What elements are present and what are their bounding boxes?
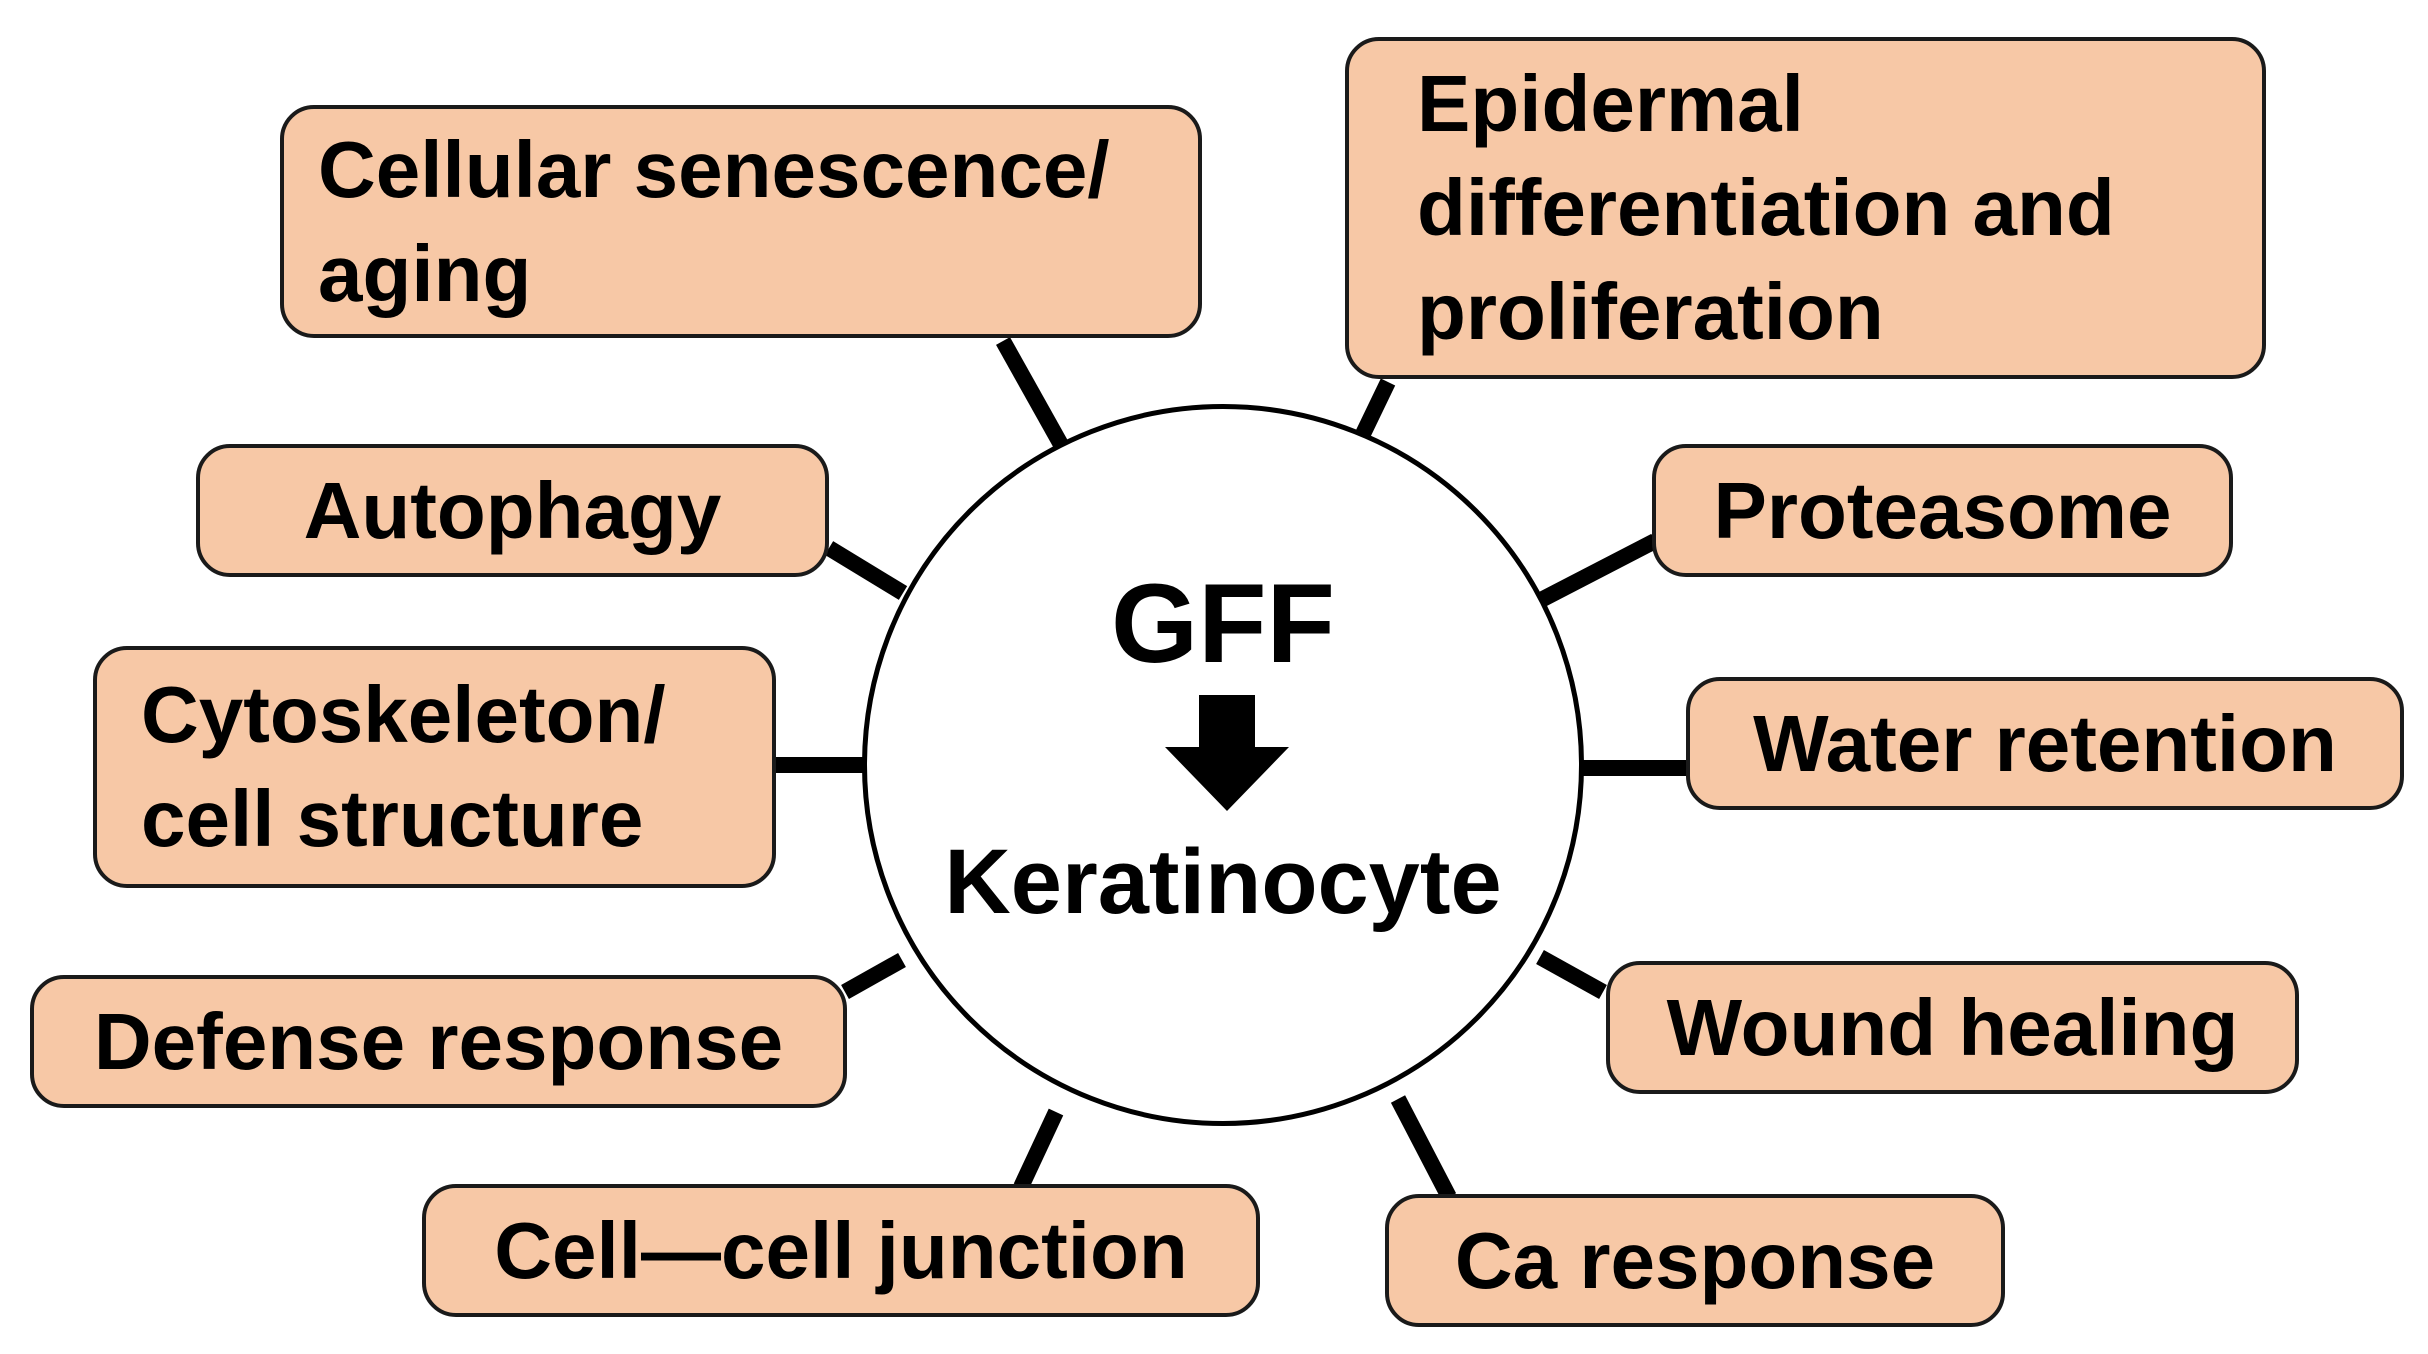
hub-subtitle: Keratinocyte — [944, 831, 1502, 933]
node-label: Defense response — [93, 996, 784, 1086]
connector-epidermal — [1354, 378, 1396, 440]
node-label-line: aging — [318, 228, 532, 318]
connector-defense — [841, 953, 906, 999]
connector-autophagy — [824, 541, 908, 600]
node-autophagy: Autophagy — [196, 444, 829, 577]
node-label-line: differentiation and — [1417, 163, 2115, 252]
node-label: Proteasome — [1713, 465, 2172, 555]
node-proteasome: Proteasome — [1652, 444, 2233, 577]
keratinocyte-hub: GFF Keratinocyte — [862, 404, 1584, 1126]
hub-title: GFF — [1111, 561, 1335, 686]
node-label: Wound healing — [1666, 982, 2239, 1072]
node-label: Cell—cell junction — [494, 1205, 1188, 1295]
node-cellular-senescence: Cellular senescence/ aging — [280, 105, 1202, 338]
node-wound-healing: Wound healing — [1606, 961, 2299, 1094]
node-epidermal-differentiation: Epidermal differentiation and proliferat… — [1345, 37, 2266, 379]
connector-senescence — [996, 337, 1071, 454]
node-label-line: Cellular senescence/ — [318, 124, 1110, 214]
node-label: Water retention — [1753, 698, 2337, 788]
node-cell-cell-junction: Cell—cell junction — [422, 1184, 1260, 1317]
connector-proteasome — [1535, 533, 1659, 609]
connector-calcium — [1390, 1095, 1457, 1201]
node-label: Ca response — [1454, 1215, 1936, 1305]
node-ca-response: Ca response — [1385, 1194, 2005, 1327]
node-water-retention: Water retention — [1686, 677, 2404, 810]
node-cytoskeleton: Cytoskeleton/ cell structure — [93, 646, 776, 888]
connector-junction — [1013, 1108, 1064, 1191]
node-label-line: Cytoskeleton/ — [141, 670, 666, 759]
node-label-line: Epidermal — [1417, 59, 1804, 148]
node-label: Autophagy — [303, 465, 722, 555]
down-arrow-icon — [1165, 695, 1289, 811]
node-label-line: cell structure — [141, 774, 644, 863]
node-defense-response: Defense response — [30, 975, 847, 1108]
connector-wound — [1536, 950, 1607, 999]
node-label-line: proliferation — [1417, 267, 1884, 356]
